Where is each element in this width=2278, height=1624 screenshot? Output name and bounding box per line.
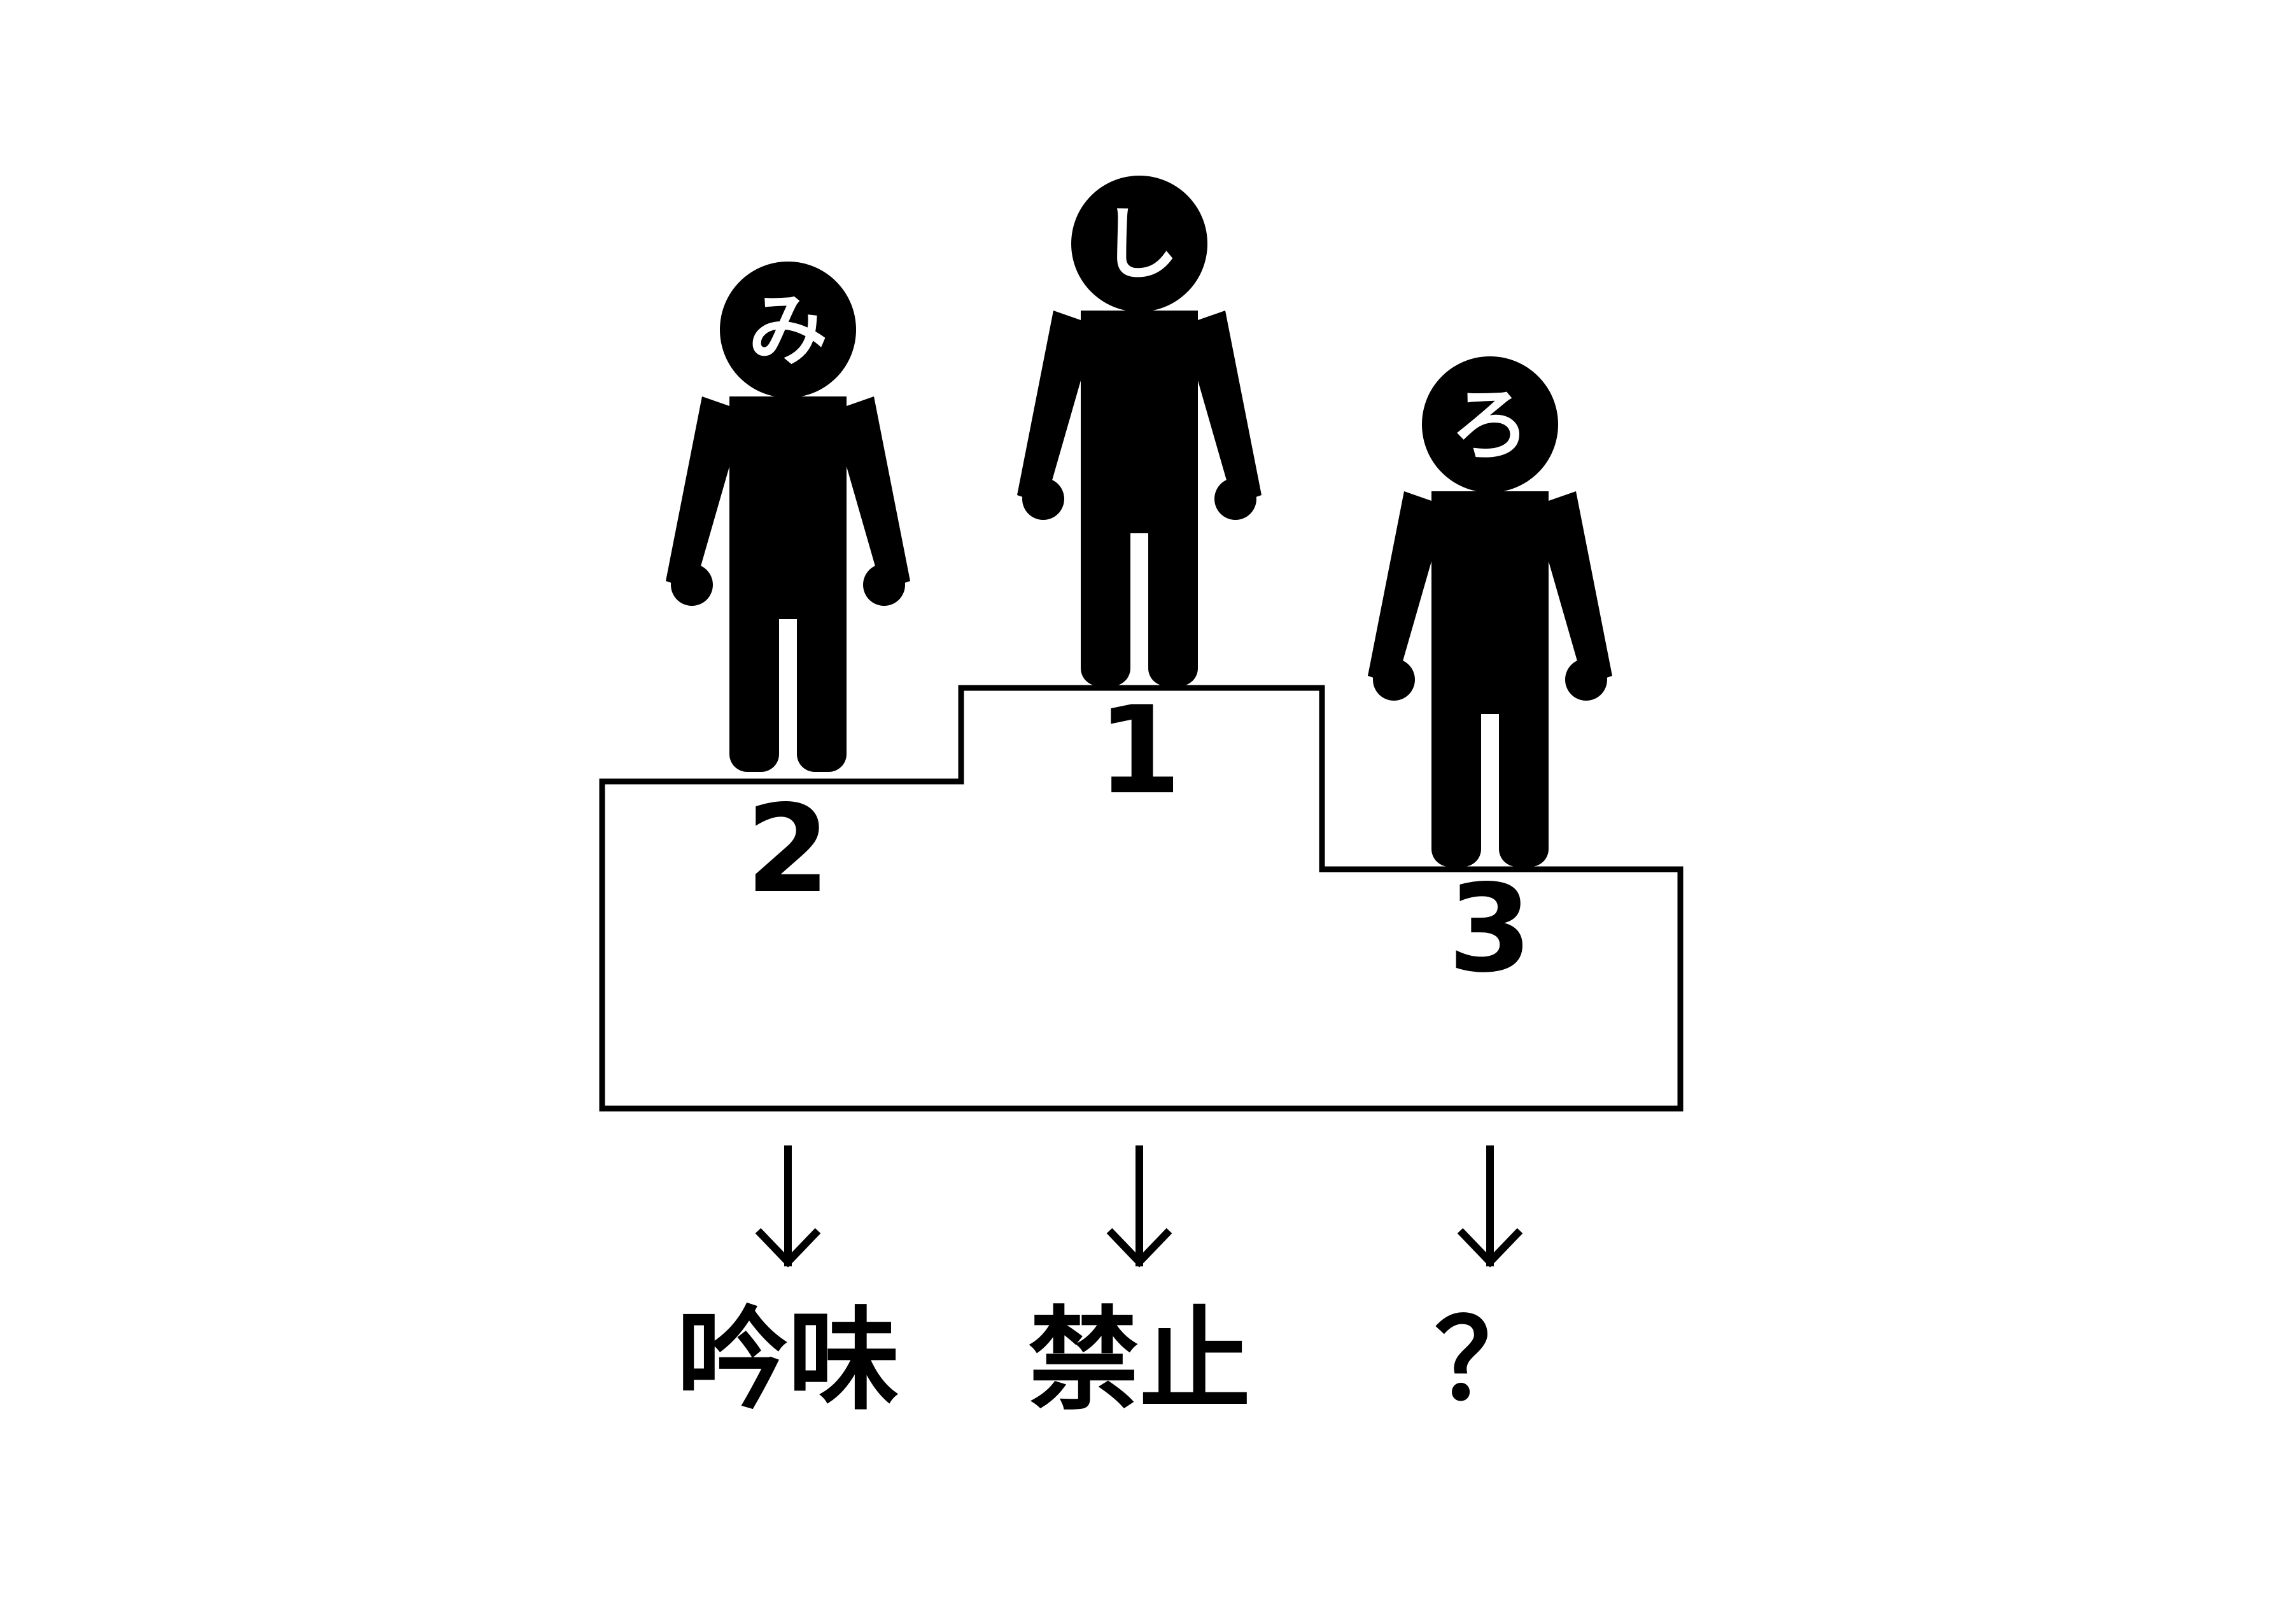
- person-first-icon: し: [1017, 176, 1262, 686]
- rank-label-first: 1: [1097, 680, 1181, 821]
- answer-first: 禁止: [1028, 1296, 1251, 1425]
- person-third-icon: ろ: [1368, 356, 1612, 867]
- answer-third: ？: [1435, 1296, 1546, 1425]
- person-second-icon: み: [666, 262, 910, 772]
- podium-outline: [599, 685, 1684, 1112]
- arrow-down-icon: [1109, 1145, 1169, 1266]
- arrow-down-icon: [758, 1145, 818, 1266]
- head-char-third: ろ: [1451, 379, 1530, 472]
- arrow-down-icon: [1460, 1145, 1520, 1266]
- head-char-second: み: [749, 284, 828, 377]
- rank-label-second: 2: [746, 779, 830, 920]
- rank-label-third: 3: [1448, 858, 1532, 999]
- head-char-first: し: [1100, 199, 1179, 291]
- answer-second: 吟味: [677, 1296, 899, 1425]
